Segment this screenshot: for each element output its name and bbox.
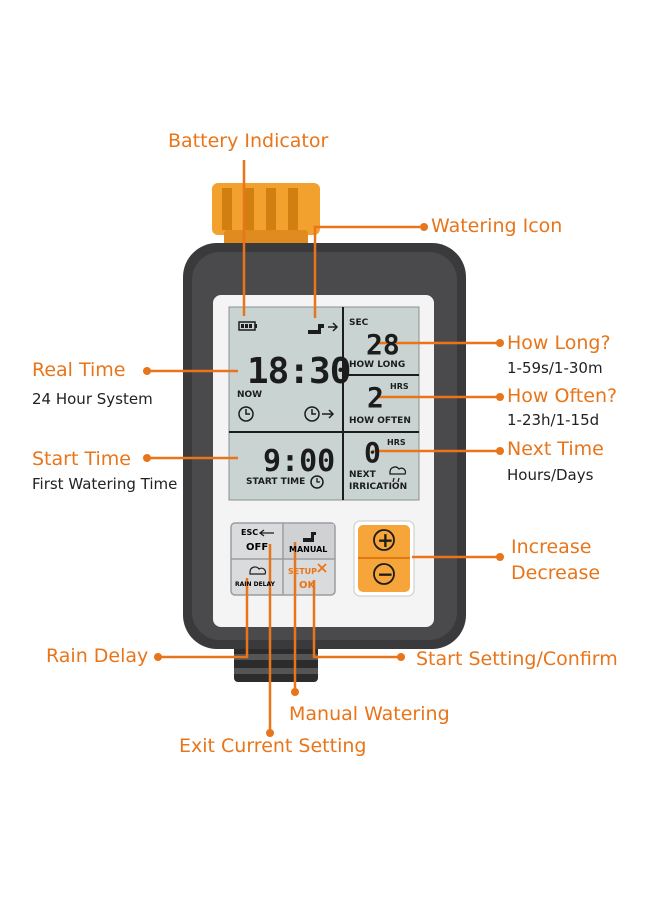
lcd-how-often-value: 2 (367, 381, 384, 414)
start-setting-label: Start Setting/Confirm (416, 648, 618, 670)
battery-indicator-label: Battery Indicator (168, 130, 329, 152)
leader-lines (150, 160, 498, 730)
esc-arrow-icon (258, 529, 274, 537)
plus-symbol: + (377, 528, 394, 552)
lcd-next-value: 0 (364, 436, 381, 469)
setup-tool-icon (317, 563, 327, 573)
lcd-next-label-2: IRRICATION (349, 482, 408, 492)
lcd-alarm-icon (310, 475, 324, 489)
rain-delay-button[interactable]: RAIN DELAY (232, 560, 282, 594)
manual-button[interactable]: MANUAL (284, 524, 334, 558)
lcd-screen (228, 306, 420, 501)
lcd-how-long-value: 28 (366, 328, 400, 361)
manual-faucet-icon (303, 532, 316, 542)
lcd-battery-icon (238, 321, 257, 331)
top-connector (212, 183, 320, 252)
exit-setting-label: Exit Current Setting (179, 735, 367, 757)
real-time-sub: 24 Hour System (32, 390, 153, 408)
plus-button[interactable]: + (358, 525, 410, 558)
how-long-sub: 1-59s/1-30m (507, 359, 603, 377)
setup-ok-button[interactable]: SETUP OK (284, 560, 334, 594)
minus-icon (373, 563, 395, 585)
leader-dots (143, 223, 504, 737)
lcd-hrs-label-2: HRS (387, 438, 406, 447)
setup-label: SETUP (288, 567, 318, 576)
lcd-how-often-label: HOW OFTEN (349, 416, 411, 426)
rain-delay-label: RAIN DELAY (235, 581, 275, 588)
manual-watering-label: Manual Watering (289, 703, 450, 725)
lcd-rain-icon (389, 466, 407, 483)
decrease-label: Decrease (511, 562, 601, 584)
plus-icon (373, 529, 395, 551)
rain-delay-cloud-icon (249, 566, 267, 575)
start-time-sub: First Watering Time (32, 475, 178, 493)
lcd-how-long-label: HOW LONG (349, 360, 406, 370)
lcd-start-time-label: START TIME (246, 477, 306, 487)
lcd-next-label-1: NEXT (349, 470, 376, 480)
manual-label: MANUAL (289, 545, 328, 554)
next-time-sub: Hours/Days (507, 466, 594, 484)
esc-label: ESC (241, 528, 259, 537)
lcd-clock-icon (238, 406, 254, 422)
lcd-clock: 18:30 (247, 351, 351, 392)
lcd-cycle-icon (304, 406, 335, 422)
lcd-faucet-icon (308, 322, 339, 334)
ok-label: OK (299, 580, 316, 591)
start-time-label: Start Time (32, 448, 131, 470)
how-often-label: How Often? (507, 385, 618, 407)
watering-icon-label: Watering Icon (431, 215, 563, 237)
minus-button[interactable]: − (358, 559, 410, 592)
rain-delay-label-callout: Rain Delay (46, 645, 149, 667)
real-time-label: Real Time (32, 359, 126, 381)
lcd-start-time: 9:00 (263, 444, 336, 479)
how-long-label: How Long? (507, 332, 611, 354)
lcd-hrs-label-1: HRS (390, 382, 409, 391)
esc-off-button[interactable]: ESC OFF (232, 524, 282, 558)
how-often-sub: 1-23h/1-15d (507, 411, 600, 429)
next-time-label: Next Time (507, 438, 604, 460)
lcd-sec-label: SEC (349, 318, 369, 328)
minus-symbol: − (377, 562, 394, 586)
lcd-now-label: NOW (237, 390, 263, 400)
off-label: OFF (246, 542, 269, 553)
increase-label: Increase (511, 536, 592, 558)
